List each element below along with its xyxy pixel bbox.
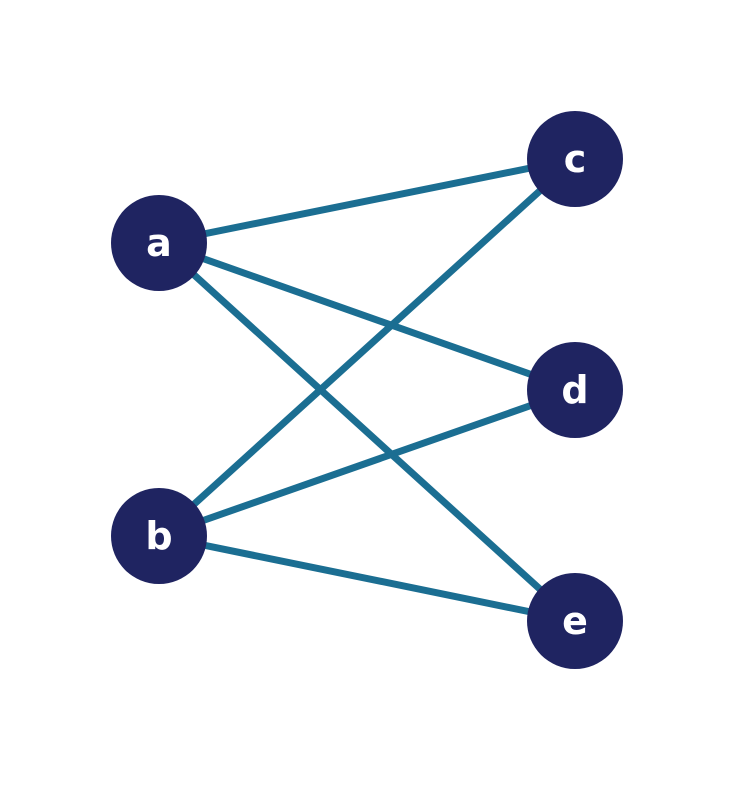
node-circle-c xyxy=(527,111,623,207)
node-circle-d xyxy=(527,342,623,438)
node-d: d xyxy=(527,342,623,438)
edge-a-c xyxy=(158,155,576,247)
node-circle-e xyxy=(527,573,623,669)
node-c: c xyxy=(527,111,623,207)
node-a: a xyxy=(111,195,207,291)
nodes-layer: a b c d e xyxy=(111,111,623,669)
node-label-b: b xyxy=(145,514,172,558)
node-label-e: e xyxy=(562,599,588,643)
node-e: e xyxy=(527,573,623,669)
node-label-c: c xyxy=(564,137,587,181)
node-circle-b xyxy=(111,488,207,584)
edge-b-c xyxy=(156,156,578,539)
edge-a-d xyxy=(157,239,577,394)
edge-b-e xyxy=(158,532,576,625)
node-label-d: d xyxy=(561,368,588,412)
node-b: b xyxy=(111,488,207,584)
edge-a-e xyxy=(156,240,578,624)
node-label-a: a xyxy=(146,221,172,265)
node-circle-a xyxy=(111,195,207,291)
edge-b-d xyxy=(157,386,577,540)
edges-layer xyxy=(156,155,578,625)
